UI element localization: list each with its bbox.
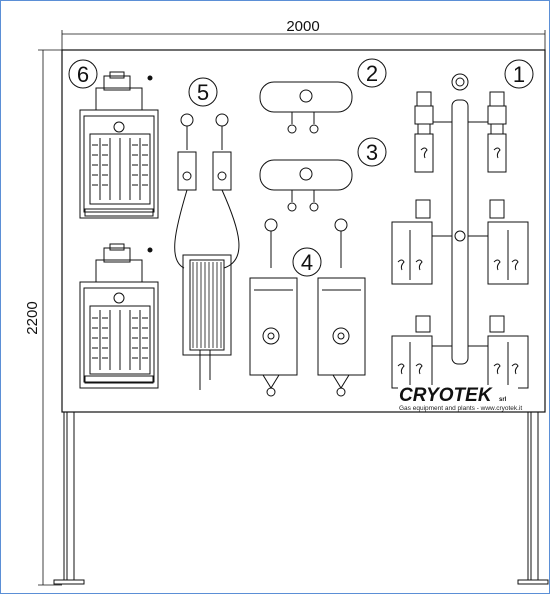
right-leg [517,411,549,585]
callout-circle-2 [357,58,387,88]
dimension-width-label: 2000 [286,18,319,35]
callout-3: 3 [366,140,378,165]
filter-group-middle [391,199,529,285]
hose-reel-unit [174,113,240,390]
central-column [451,73,469,365]
manifold-3 [259,159,353,212]
manifold-2 [259,81,353,134]
gas-box-right [317,218,366,397]
callout-circle-4 [292,247,322,277]
gas-box-left [249,218,298,397]
callout-6: 6 [77,62,89,87]
cabinet-unit-top [79,71,159,219]
callout-circle-3 [357,137,387,167]
brand-tagline: Gas equipment and plants - www.cryotek.i… [399,405,522,412]
callout-5: 5 [197,80,209,105]
dimension-height-label: 2200 [24,301,41,334]
filter-group-bottom [391,315,529,389]
filter-group-top [414,91,507,173]
panel-board [61,49,546,413]
dimension-height [38,49,62,586]
callout-circle-5 [188,77,218,107]
brand-suffix: srl [499,397,507,403]
callout-circle-6 [68,59,98,89]
left-leg [53,411,85,585]
callout-2: 2 [366,61,378,86]
brand-logo: CRYOTEK [399,385,493,406]
cabinet-unit-bottom [79,243,159,389]
callout-circle-1 [504,59,534,89]
callout-4: 4 [301,250,313,275]
callout-1: 1 [513,62,525,87]
